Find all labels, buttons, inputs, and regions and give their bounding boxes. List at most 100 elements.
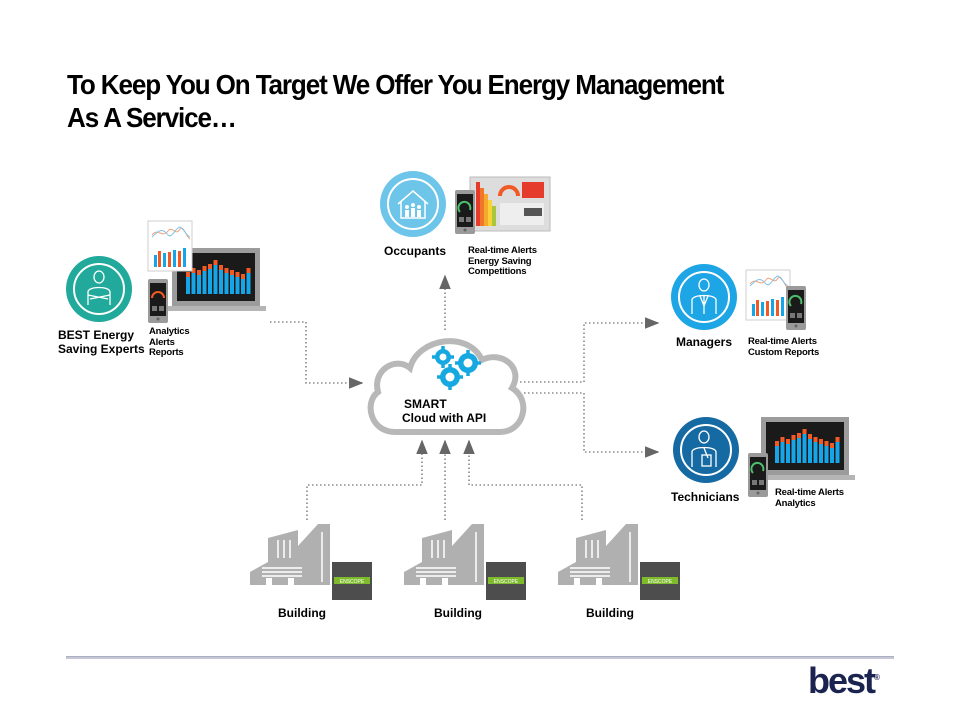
illustration-bar-cap — [830, 443, 834, 448]
illustration-bar — [786, 443, 790, 463]
illustration-bar — [241, 278, 245, 294]
illustration-bar-cap — [786, 439, 790, 444]
illustration-bar-cap — [191, 268, 196, 273]
svg-text:ENSCOPE: ENSCOPE — [340, 579, 365, 585]
illustration-bar — [824, 445, 829, 463]
slide-title-line-2: As A Service… — [67, 102, 237, 133]
connector-experts-to-cloud — [270, 321, 364, 389]
illustration-bar-cap — [775, 441, 779, 446]
illustration-bar-cap — [797, 433, 801, 438]
illustration-bar — [219, 269, 223, 294]
experts-features: Analytics Alerts Reports — [149, 326, 190, 359]
connector-cloud-to-managers — [520, 317, 660, 383]
feature-item: Energy Saving — [468, 255, 532, 267]
illustration-bar — [808, 438, 812, 463]
svg-text:ENSCOPE: ENSCOPE — [494, 579, 519, 585]
illustration-bar-cap — [213, 260, 218, 265]
illustration-bar — [813, 441, 818, 463]
illustration-bar-cap — [219, 265, 223, 270]
managers-label: Managers — [676, 335, 733, 349]
illustration-bar — [819, 443, 823, 463]
illustration-bar — [775, 445, 779, 463]
feature-item: Reports — [149, 347, 184, 358]
experts-label: BEST Energy Saving Experts — [58, 328, 145, 356]
feature-item: Custom Reports — [748, 346, 820, 358]
illustration-bar-cap — [208, 264, 212, 269]
occupants-label: Occupants — [384, 244, 447, 258]
illustration-bar-cap — [246, 268, 251, 273]
technicians-features: Real-time Alerts Analytics — [775, 487, 844, 509]
house-family-icon — [380, 171, 446, 237]
illustration-bar — [230, 274, 234, 294]
illustration-bar — [186, 276, 190, 294]
illustration-bar-cap — [197, 270, 201, 275]
slide-title-line-1: To Keep You On Target We Offer You Energ… — [67, 69, 724, 100]
cloud-label-line-2: Cloud with API — [402, 411, 487, 425]
illustration-bar-cap — [813, 437, 818, 442]
smart-cloud — [367, 338, 527, 435]
illustration-bar — [797, 437, 801, 463]
svg-text:ENSCOPE: ENSCOPE — [648, 579, 673, 585]
connector-cloud-to-technicians — [524, 392, 660, 458]
illustration-bar-cap — [224, 268, 229, 273]
illustration-bar — [224, 272, 229, 294]
illustration-bar-cap — [791, 435, 796, 440]
illustration-bar-cap — [824, 441, 829, 446]
illustration-bar — [191, 272, 196, 294]
building-label-1: Building — [278, 606, 326, 620]
illustration-bar — [246, 272, 251, 294]
illustration-bar — [791, 439, 796, 463]
logo-registered-mark: ® — [874, 673, 880, 682]
connector-building1-to-cloud — [306, 439, 428, 520]
gears-icon — [432, 346, 481, 390]
experts-devices-illustration — [147, 220, 266, 323]
feature-item: Real-time Alerts — [748, 336, 817, 347]
building-label-2: Building — [434, 606, 482, 620]
occupants-devices-illustration — [455, 176, 551, 234]
connectors — [270, 274, 660, 520]
illustration-bar-cap — [230, 270, 234, 275]
cloud-label-line-1: SMART — [404, 397, 447, 411]
slide-title: To Keep You On Target We Offer You Energ… — [67, 68, 724, 134]
experts-label-line-2: Saving Experts — [58, 342, 145, 356]
technicians-devices-illustration — [748, 417, 855, 497]
feature-item: Analytics — [775, 497, 816, 509]
illustration-bar-cap — [235, 272, 240, 277]
illustration-bar — [780, 441, 785, 463]
illustration-bar — [830, 447, 834, 463]
cloud-label: SMART Cloud with API — [385, 397, 486, 425]
best-logo: best® — [808, 660, 880, 702]
manager-person-icon — [671, 264, 737, 330]
illustration-bar — [208, 268, 212, 294]
illustration-bar — [202, 270, 207, 294]
illustration-bar — [835, 441, 840, 463]
connector-building3-to-cloud — [463, 439, 583, 520]
illustration-bar-cap — [835, 437, 840, 442]
building-icon: ENSCOPE — [404, 524, 526, 600]
building-icon: ENSCOPE — [558, 524, 680, 600]
illustration-bar — [197, 274, 201, 294]
managers-features: Real-time Alerts Custom Reports — [748, 336, 820, 358]
experts-label-line-1: BEST Energy — [58, 328, 135, 342]
feature-item: Analytics — [149, 326, 190, 337]
illustration-bar-cap — [808, 434, 812, 439]
illustration-bar — [235, 276, 240, 294]
technician-clipboard-icon — [673, 417, 739, 483]
expert-person-icon — [66, 256, 132, 322]
building-label-3: Building — [586, 606, 634, 620]
building-icon: ENSCOPE — [250, 524, 372, 600]
illustration-bar-cap — [241, 274, 245, 279]
illustration-bar-cap — [186, 272, 190, 277]
illustration-bar — [802, 433, 807, 463]
illustration-bar-cap — [780, 437, 785, 442]
managers-devices-illustration — [745, 269, 806, 330]
feature-item: Real-time Alerts — [468, 245, 537, 256]
illustration-bar — [213, 264, 218, 294]
technicians-label: Technicians — [671, 490, 740, 504]
illustration-bar-cap — [202, 266, 207, 271]
feature-item: Alerts — [149, 336, 175, 348]
occupants-features: Real-time Alerts Energy Saving Competiti… — [468, 245, 537, 278]
logo-text: best — [808, 660, 876, 701]
illustration-bar-cap — [802, 429, 807, 434]
